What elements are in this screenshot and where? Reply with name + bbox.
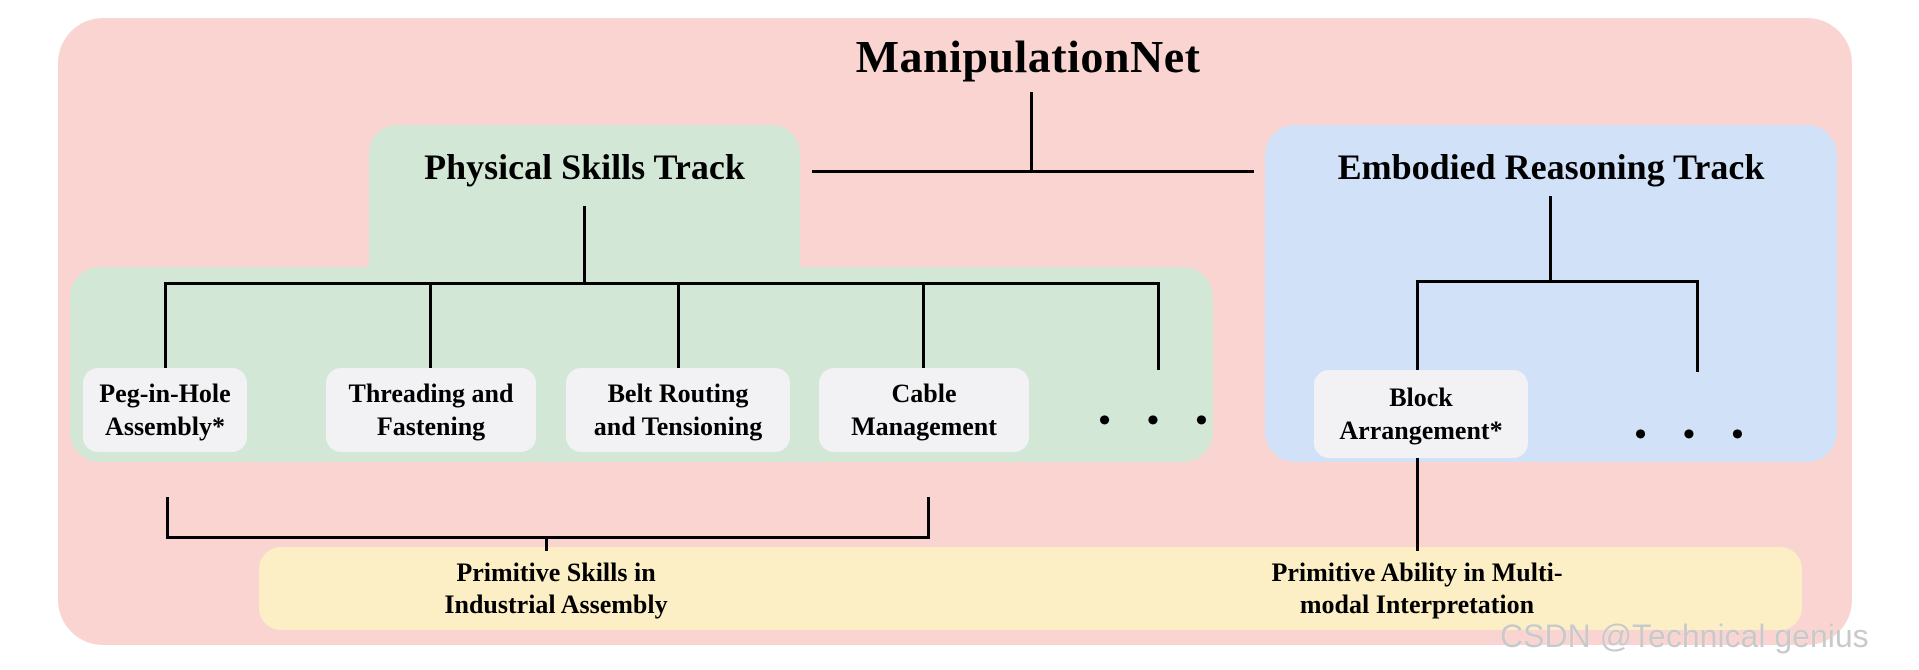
bracket-physical-crossbar	[166, 536, 930, 539]
connector-reasoning-branch	[1416, 280, 1699, 283]
connector-physical-drop-3	[677, 282, 680, 368]
bracket-physical-left-tick	[166, 497, 169, 539]
physical-ellipsis: • • •	[1098, 402, 1222, 439]
leaf-label-line1: Peg-in-Hole	[99, 379, 231, 408]
connector-root-stem	[1030, 92, 1033, 172]
connector-reasoning-stem	[1549, 196, 1552, 282]
connector-physical-stem	[583, 206, 586, 284]
physical-caption: Primitive Skills in Industrial Assembly	[296, 557, 816, 621]
leaf-label-line1: Threading and	[348, 379, 514, 408]
leaf-cable-management: Cable Management	[819, 368, 1029, 452]
connector-physical-branch	[166, 282, 1160, 285]
bracket-physical-right-tick	[927, 497, 930, 539]
leaf-label-line2: Management	[851, 412, 997, 441]
watermark: CSDN @Technical genius	[1500, 618, 1869, 654]
leaf-label-line2: Assembly*	[105, 412, 225, 441]
leaf-label-line1: Cable	[891, 379, 957, 408]
connector-physical-drop-2	[429, 282, 432, 368]
physical-caption-line1: Primitive Skills in	[456, 558, 656, 587]
leaf-belt-routing-and-tensioning: Belt Routing and Tensioning	[566, 368, 790, 452]
reasoning-caption-line2: modal Interpretation	[1299, 590, 1535, 619]
physical-track-title: Physical Skills Track	[424, 147, 745, 187]
connector-physical-drop-ellipsis	[1157, 282, 1160, 370]
reasoning-caption: Primitive Ability in Multi- modal Interp…	[1157, 557, 1677, 621]
leaf-threading-and-fastening: Threading and Fastening	[326, 368, 536, 452]
caption-band	[259, 547, 1802, 630]
page-title: ManipulationNet	[855, 31, 1201, 82]
leaf-peg-in-hole-assembly: Peg-in-Hole Assembly*	[83, 368, 247, 452]
connector-reasoning-drop-1	[1416, 280, 1419, 372]
leaf-label-line2: and Tensioning	[593, 412, 763, 441]
leaf-label-line2: Fastening	[376, 412, 486, 441]
physical-caption-line2: Industrial Assembly	[444, 590, 668, 619]
leaf-label-line2: Arrangement*	[1339, 416, 1503, 445]
reasoning-track-title: Embodied Reasoning Track	[1337, 147, 1765, 187]
reasoning-caption-line1: Primitive Ability in Multi-	[1271, 558, 1563, 587]
connector-physical-drop-4	[922, 282, 925, 368]
bracket-physical-center-stem	[545, 536, 548, 551]
leaf-block-arrangement: Block Arrangement*	[1314, 370, 1528, 458]
connector-reasoning-caption-stem	[1416, 458, 1419, 551]
reasoning-ellipsis: • • •	[1634, 416, 1758, 453]
leaf-label-line1: Block	[1389, 383, 1453, 412]
connector-physical-drop-1	[164, 282, 167, 368]
connector-reasoning-drop-ellipsis	[1696, 280, 1699, 372]
connector-root-crossbar	[812, 170, 1254, 173]
leaf-label-line1: Belt Routing	[607, 379, 749, 408]
